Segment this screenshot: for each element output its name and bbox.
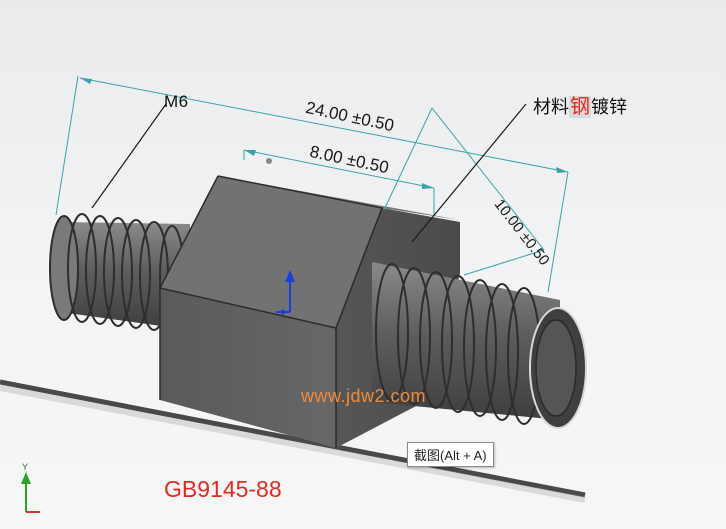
right-thread bbox=[372, 262, 587, 429]
watermark-text: www.jdw2.com bbox=[301, 386, 427, 406]
hex-body bbox=[159, 175, 460, 448]
material-callout[interactable]: 材料钢镀锌 bbox=[533, 90, 627, 119]
svg-text:Y: Y bbox=[22, 462, 28, 472]
hex-front-face bbox=[160, 288, 336, 448]
dimension-lines bbox=[55, 75, 569, 293]
material-highlight: 钢 bbox=[569, 96, 591, 118]
material-suffix: 镀锌 bbox=[591, 97, 627, 117]
coordinate-axis-icon: Y bbox=[21, 462, 40, 513]
screenshot-tooltip: 截图(Alt + A) bbox=[407, 442, 494, 467]
origin-triad-icon bbox=[276, 270, 295, 315]
standard-label: GB9145-88 bbox=[164, 476, 282, 502]
material-prefix: 材料 bbox=[533, 97, 569, 117]
leader-lines bbox=[91, 103, 527, 243]
thread-callout[interactable]: M6 bbox=[164, 92, 189, 111]
dimension-anchor-point bbox=[266, 158, 272, 164]
ground-shadow bbox=[0, 379, 586, 498]
